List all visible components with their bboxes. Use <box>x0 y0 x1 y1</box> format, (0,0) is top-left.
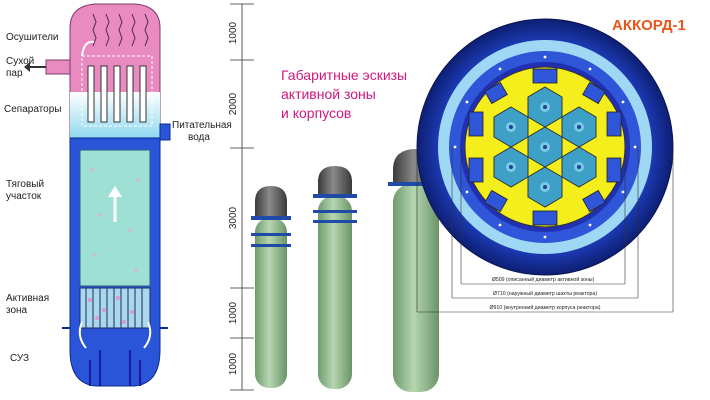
dry-steam-pipe <box>45 59 71 75</box>
diameter-509: Ø509 (описанный диаметр активной зоны) <box>492 276 595 283</box>
dimension-labels: 1000 2000 3000 1000 1000 <box>228 21 239 375</box>
steam-arrow-icon <box>24 62 46 72</box>
label-core-2: зона <box>6 305 28 316</box>
control-rod-drives <box>89 350 141 386</box>
label-dry-steam-2: пар <box>6 68 23 79</box>
core-cross-section <box>416 18 674 276</box>
label-control: СУЗ <box>10 353 29 364</box>
label-feed-water-1: Питательная <box>172 120 232 131</box>
diameter-710: Ø710 (наружный диаметр шахты реактора) <box>493 290 597 297</box>
core-rods <box>85 288 143 328</box>
project-title: АККОРД-1 <box>612 17 686 34</box>
caption-line-2: активной зоны <box>281 86 376 102</box>
bottom-flow-right-icon <box>143 321 152 349</box>
dim-1000-bottom: 1000 <box>228 352 239 375</box>
vessel-labels: Осушители Сухой пар Сепараторы Питательн… <box>4 32 232 364</box>
diameter-910: Ø910 (внутренний диаметр корпуса реактор… <box>489 304 600 311</box>
bottom-flow-left-icon <box>78 321 87 349</box>
label-core-1: Активная <box>6 293 49 304</box>
separator-tubes <box>87 65 147 123</box>
diameter-labels: Ø509 (описанный диаметр активной зоны) Ø… <box>489 276 600 311</box>
vessel-medium <box>313 166 357 389</box>
label-draft-1: Тяговый <box>6 179 44 190</box>
label-dryers: Осушители <box>6 32 59 43</box>
core-region <box>79 287 151 329</box>
vessel-small <box>251 186 291 388</box>
feed-water-pipe <box>159 123 171 141</box>
diameter-lines <box>416 147 674 313</box>
dryer-flow-icon <box>81 40 95 57</box>
label-draft-2: участок <box>6 191 42 202</box>
label-feed-water-2: вода <box>188 132 210 143</box>
caption-line-1: Габаритные эскизы <box>281 67 407 83</box>
dim-1000-mid: 1000 <box>228 301 239 324</box>
dim-3000: 3000 <box>228 206 239 229</box>
vessel-section <box>24 3 171 387</box>
flow-up-icon <box>108 186 122 222</box>
label-separators: Сепараторы <box>4 104 61 115</box>
caption-line-3: и корпусов <box>281 105 351 121</box>
label-dry-steam-1: Сухой <box>6 56 34 67</box>
dimension-bar <box>230 3 254 391</box>
dim-1000-top: 1000 <box>228 21 239 44</box>
caption: Габаритные эскизы активной зоны и корпус… <box>281 67 407 121</box>
dryer-chevrons <box>92 13 149 47</box>
dim-2000: 2000 <box>228 92 239 115</box>
